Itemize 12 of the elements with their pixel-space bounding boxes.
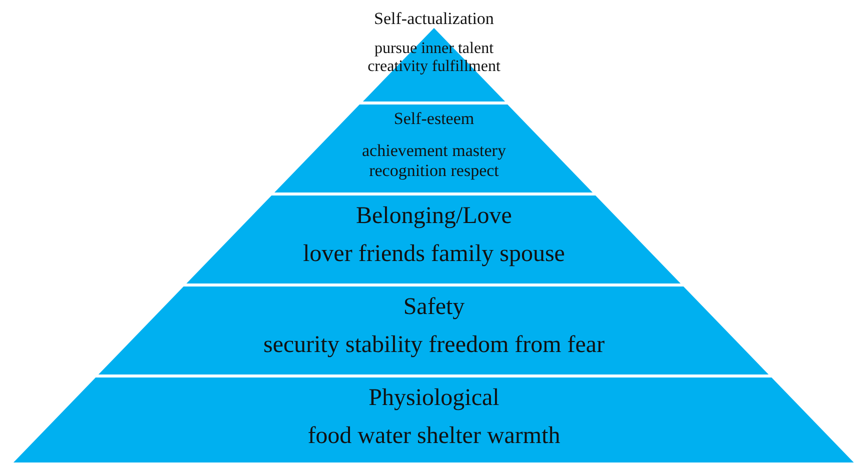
tier-heading: Belonging/Love xyxy=(356,203,512,231)
tier-heading: Physiological xyxy=(368,385,500,413)
tier-description: achievement mastery recognition respect xyxy=(361,141,507,180)
pyramid-tier xyxy=(12,376,855,464)
tier-description: food water shelter warmth xyxy=(306,423,562,451)
pyramid-tier xyxy=(97,285,770,376)
tier-heading: Self-actualization xyxy=(374,9,494,29)
tier-heading: Safety xyxy=(403,294,465,322)
tier-heading: Self-esteem xyxy=(394,109,474,129)
tier-description: security stability freedom from fear xyxy=(262,332,606,360)
tier-description: lover friends family spouse xyxy=(302,241,566,269)
pyramid-tier xyxy=(185,194,682,285)
